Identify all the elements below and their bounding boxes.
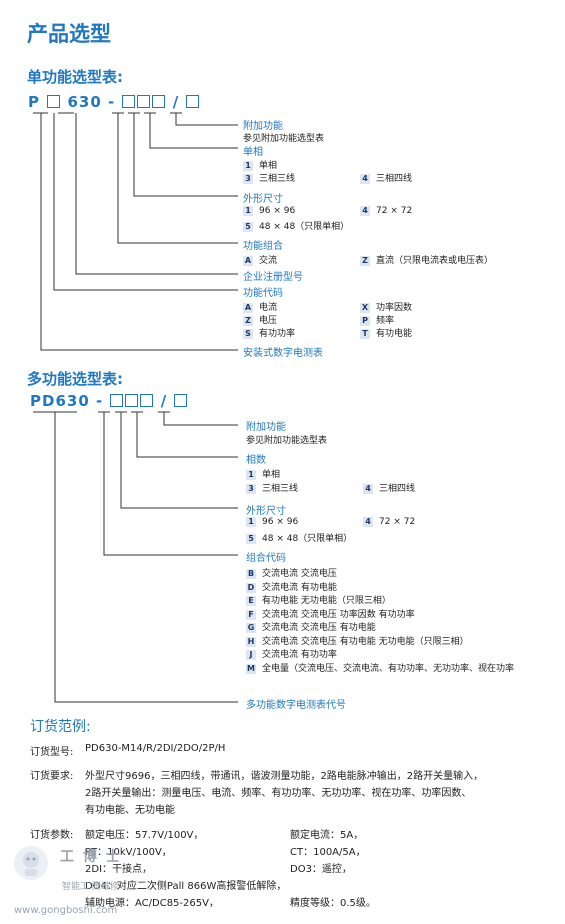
single-type-label: 安装式数字电测表 xyxy=(243,348,323,359)
multi-type-label: 多功能数字电测表代号 xyxy=(246,700,346,711)
order-model-label: 订货型号: xyxy=(30,747,74,758)
code-box xyxy=(110,394,124,407)
code-box xyxy=(47,95,61,108)
watermark-url: www.gongboshi.com xyxy=(14,905,118,916)
code-box xyxy=(137,95,151,108)
watermark-brand: 工 博 士 xyxy=(60,849,122,865)
order-heading: 订货范例: xyxy=(30,719,91,735)
code-box xyxy=(122,95,136,108)
order-param-right: DO3：遥控， xyxy=(290,864,352,875)
single-reg-label: 企业注册型号 xyxy=(243,272,303,283)
model-prefix: PD630 - xyxy=(30,392,104,410)
order-param-left: 额定电压：57.7V/100V， xyxy=(85,830,204,841)
order-param-right: 额定电流：5A， xyxy=(290,830,364,841)
model-prefix: P xyxy=(28,93,40,111)
single-addon-note: 参见附加功能选型表 xyxy=(243,134,325,144)
watermark-sub: 智能工 腾维修 xyxy=(62,882,119,892)
order-param-label: 订货参数: xyxy=(30,830,74,841)
order-model-value: PD630-M14/R/2DI/2DO/2P/H xyxy=(85,743,226,754)
page-title: 产品选型 xyxy=(27,22,111,46)
order-param-left: 2DI：干接点， xyxy=(85,864,153,875)
code-box xyxy=(186,95,200,108)
multi-size-label: 外形尺寸 xyxy=(246,506,286,517)
multi-addon-note: 参见附加功能选型表 xyxy=(246,436,328,446)
single-combo-label: 功能组合 xyxy=(243,241,283,252)
multi-addon-label: 附加功能 xyxy=(246,422,286,433)
multi-phase-label: 相数 xyxy=(246,455,266,466)
order-req-label: 订货要求: xyxy=(30,771,74,782)
order-req-line: 2路开关量输出：测量电压、电流、频率、有功功率、无功功率、视在功率、功率因数、 xyxy=(85,788,472,799)
single-size-label: 外形尺寸 xyxy=(243,194,283,205)
order-param-left: DO4：对应二次侧Pall 866W高报警低解除， xyxy=(85,881,287,892)
order-param-left: PT：10kV/100V， xyxy=(85,847,172,858)
order-req-line: 有功电能、无功电能 xyxy=(85,805,175,816)
multi-heading: 多功能选型表: xyxy=(27,370,123,388)
multi-model-code: PD630 - / xyxy=(30,392,188,410)
order-param-right: CT：100A/5A， xyxy=(290,847,366,858)
single-phase-label: 单相 xyxy=(243,147,263,158)
code-box xyxy=(174,394,188,407)
single-addon-label: 附加功能 xyxy=(243,121,283,132)
order-param-left: 辅助电源：AC/DC85-265V， xyxy=(85,898,219,909)
multi-combo-label: 组合代码 xyxy=(246,553,286,564)
code-box xyxy=(152,95,166,108)
code-box xyxy=(125,394,139,407)
model-slash: / xyxy=(160,392,168,410)
order-param-right: 精度等级：0.5级。 xyxy=(290,898,376,909)
single-func-label: 功能代码 xyxy=(243,288,283,299)
model-mid: 630 - xyxy=(67,93,116,111)
single-heading: 单功能选型表: xyxy=(27,68,123,86)
code-box xyxy=(140,394,154,407)
single-model-code: P 630 - / xyxy=(28,93,200,111)
order-req-line: 外型尺寸9696，三相四线，带通讯，谐波测量功能，2路电能脉冲输出，2路开关量输… xyxy=(85,771,484,782)
watermark-logo-icon xyxy=(14,846,48,880)
model-slash: / xyxy=(172,93,180,111)
